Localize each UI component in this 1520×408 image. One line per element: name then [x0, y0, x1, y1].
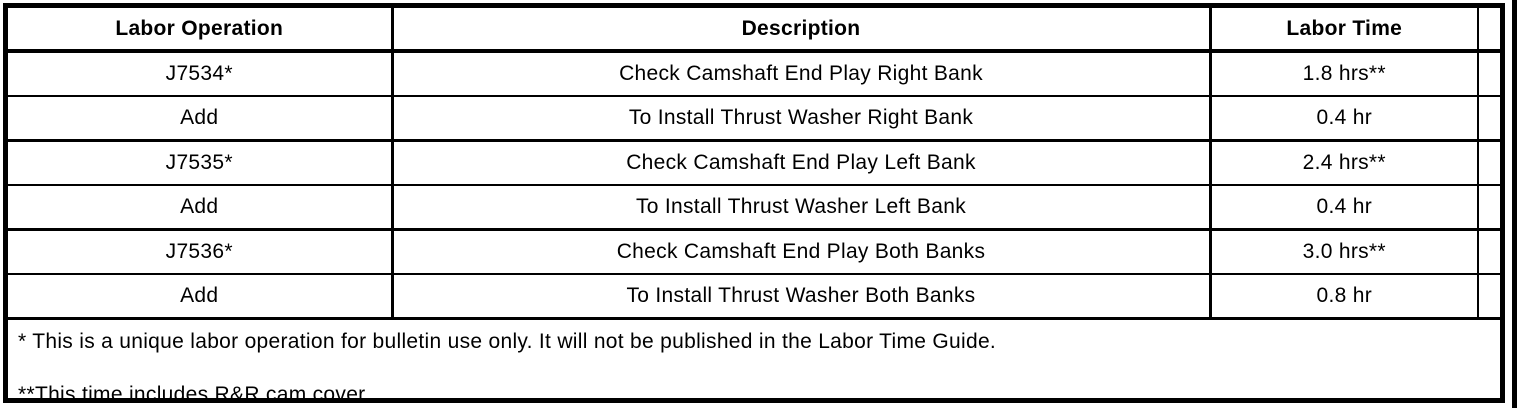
labor-time-cell: 1.8 hrs**: [1210, 51, 1479, 97]
labor-time-cell: 0.4 hr: [1210, 96, 1479, 142]
labor-time-table: Labor Operation Description Labor Time J…: [8, 8, 1500, 408]
description-cell: Check Camshaft End Play Right Bank: [392, 51, 1212, 97]
footnote-time-includes: **This time includes R&R cam cover.: [18, 383, 371, 406]
header-row: Labor Operation Description Labor Time: [8, 8, 1500, 53]
description-cell: To Install Thrust Washer Both Banks: [392, 274, 1212, 320]
table-row: Add To Install Thrust Washer Both Banks …: [8, 274, 1500, 320]
column-header-labor-time: Labor Time: [1210, 8, 1479, 53]
spacer-cell: [1478, 140, 1500, 186]
table-row: J7534* Check Camshaft End Play Right Ban…: [8, 51, 1500, 97]
table-row: J7535* Check Camshaft End Play Left Bank…: [8, 140, 1500, 186]
labor-operation-cell: J7534*: [8, 51, 394, 97]
labor-time-table-frame: Labor Operation Description Labor Time J…: [3, 3, 1505, 406]
labor-time-cell: 3.0 hrs**: [1210, 229, 1479, 275]
spacer-cell: [1478, 185, 1500, 231]
table-row: Add To Install Thrust Washer Right Bank …: [8, 96, 1500, 142]
table-row: Add To Install Thrust Washer Left Bank 0…: [8, 185, 1500, 231]
description-cell: Check Camshaft End Play Left Bank: [392, 140, 1212, 186]
spacer-cell: [1478, 229, 1500, 275]
labor-operation-cell: J7536*: [8, 229, 394, 275]
column-header-description: Description: [392, 8, 1212, 53]
labor-time-cell: 2.4 hrs**: [1210, 140, 1479, 186]
spacer-cell: [1478, 274, 1500, 320]
table-row: J7536* Check Camshaft End Play Both Bank…: [8, 229, 1500, 275]
labor-operation-cell: Add: [8, 96, 394, 142]
spacer-column-header: [1478, 8, 1500, 53]
spacer-cell: [1478, 51, 1500, 97]
spacer-cell: [1478, 96, 1500, 142]
footnote-unique-labor-operation: * This is a unique labor operation for b…: [18, 330, 997, 353]
labor-operation-cell: Add: [8, 185, 394, 231]
column-header-labor-operation: Labor Operation: [8, 8, 394, 53]
labor-time-cell: 0.8 hr: [1210, 274, 1479, 320]
page-edge-line: [1512, 0, 1517, 408]
labor-operation-cell: J7535*: [8, 140, 394, 186]
labor-operation-cell: Add: [8, 274, 394, 320]
footnotes-row: * This is a unique labor operation for b…: [8, 319, 1500, 408]
description-cell: To Install Thrust Washer Left Bank: [392, 185, 1212, 231]
footnotes-area: * This is a unique labor operation for b…: [8, 319, 1500, 408]
labor-time-cell: 0.4 hr: [1210, 185, 1479, 231]
description-cell: To Install Thrust Washer Right Bank: [392, 96, 1212, 142]
description-cell: Check Camshaft End Play Both Banks: [392, 229, 1212, 275]
